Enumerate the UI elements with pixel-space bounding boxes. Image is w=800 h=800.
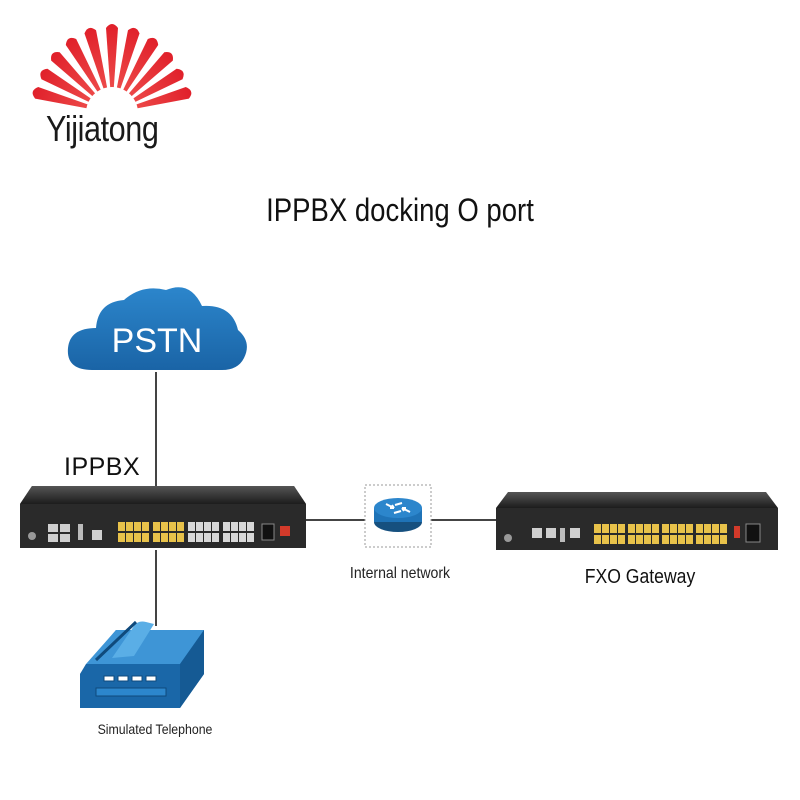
telephone-icon xyxy=(80,620,204,708)
fxo-gateway-device xyxy=(496,492,778,550)
internal-network-label: Internal network xyxy=(349,565,451,582)
fxo-gateway-label: FXO Gateway xyxy=(584,566,696,588)
router-icon xyxy=(364,484,432,548)
ippbx-label: IPPBX xyxy=(64,453,141,481)
simulated-telephone-label: Simulated Telephone xyxy=(97,721,213,737)
sunburst-fan-icon xyxy=(28,24,198,158)
diagram-title: IPPBX docking O port xyxy=(266,192,534,228)
pstn-label: PSTN xyxy=(112,322,203,360)
cloud-icon: PSTN xyxy=(67,287,247,370)
brand-name: Yijiatong xyxy=(46,108,159,149)
ippbx-device xyxy=(20,486,306,548)
